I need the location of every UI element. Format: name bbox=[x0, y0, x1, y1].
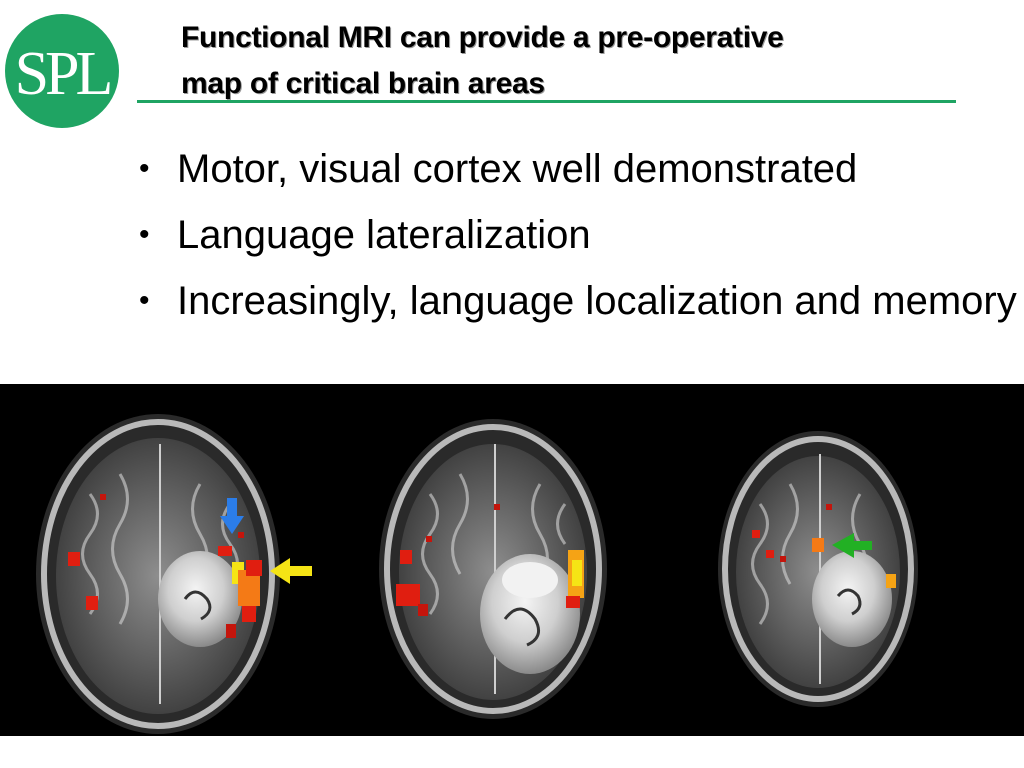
arrow-left-icon bbox=[270, 558, 312, 584]
bullet-item: • Increasingly, language localization an… bbox=[137, 275, 1017, 327]
bullet-item: • Language lateralization bbox=[137, 209, 1017, 261]
bullet-item: • Motor, visual cortex well demonstrated bbox=[137, 143, 1017, 195]
bullet-text: Motor, visual cortex well demonstrated bbox=[177, 147, 858, 191]
bullet-text: Language lateralization bbox=[177, 213, 591, 257]
slide-title-line-1: Functional MRI can provide a pre-operati… bbox=[181, 21, 784, 54]
mri-slice-2 bbox=[379, 419, 607, 719]
bullet-list: • Motor, visual cortex well demonstrated… bbox=[137, 143, 1017, 341]
mri-slice-1 bbox=[36, 414, 280, 734]
bullet-dot-icon: • bbox=[139, 218, 150, 251]
fmri-figure bbox=[0, 384, 1024, 736]
bullet-text: Increasingly, language localization and … bbox=[177, 279, 1017, 323]
bullet-dot-icon: • bbox=[139, 284, 150, 317]
mri-slice-3 bbox=[718, 431, 918, 707]
arrow-down-icon bbox=[220, 498, 244, 534]
title-underline bbox=[137, 100, 956, 103]
bullet-dot-icon: • bbox=[139, 152, 150, 185]
logo-text: SPL bbox=[15, 40, 111, 108]
spl-logo: SPL bbox=[5, 14, 119, 128]
arrow-left-icon bbox=[832, 533, 872, 558]
slide-title: Functional MRI can provide a pre-operati… bbox=[181, 15, 961, 107]
slide-title-line-2: map of critical brain areas bbox=[181, 67, 545, 100]
